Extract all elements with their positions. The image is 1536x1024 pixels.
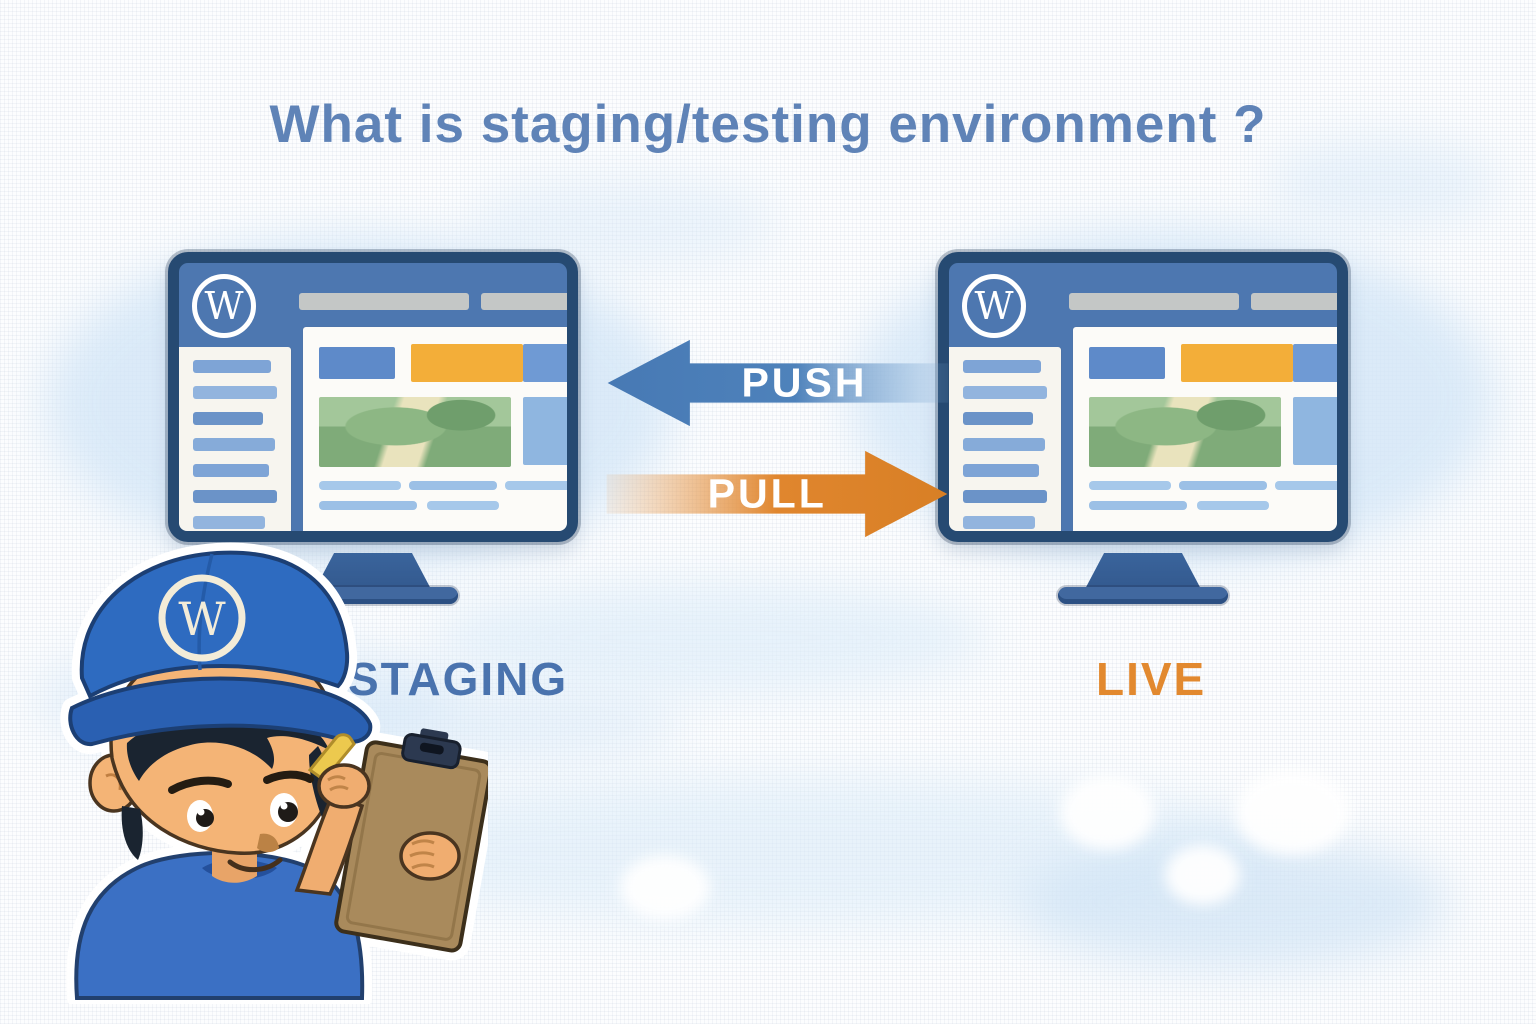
menu-item-bar xyxy=(963,490,1047,503)
wordpress-logo-icon: W xyxy=(962,274,1026,338)
cloud-decoration xyxy=(1265,135,1500,230)
cap-logo-letter: W xyxy=(178,592,226,646)
cloud-puff xyxy=(1060,775,1155,850)
pull-label: PULL xyxy=(708,471,827,517)
cloud-decoration xyxy=(430,580,990,695)
staging-monitor: W xyxy=(168,252,578,604)
toolbar-bar xyxy=(1251,293,1337,310)
text-line-mock xyxy=(319,481,401,490)
menu-item-bar xyxy=(193,386,277,399)
header-block-orange xyxy=(1181,344,1293,382)
menu-item-bar xyxy=(963,360,1041,373)
cap-wordpress-logo-icon: W xyxy=(158,574,246,662)
wordpress-logo-icon: W xyxy=(192,274,256,338)
toolbar-bar xyxy=(299,293,469,310)
menu-item-bar xyxy=(193,464,269,477)
menu-item-bar xyxy=(193,516,265,529)
menu-item-bar xyxy=(193,360,271,373)
text-line-mock xyxy=(427,501,499,510)
push-label: PUSH xyxy=(741,360,867,406)
staging-label: STAGING xyxy=(348,653,569,705)
monitor-stand xyxy=(1084,553,1202,591)
text-line-mock xyxy=(505,481,567,490)
pencil xyxy=(307,733,356,783)
live-monitor: W xyxy=(938,252,1348,604)
character-hand-holding xyxy=(399,831,461,881)
text-line-mock xyxy=(1089,481,1171,490)
header-block-blue xyxy=(319,347,395,379)
character-illustration: W xyxy=(60,542,488,1004)
staging-screen: W xyxy=(179,263,567,531)
menu-item-bar xyxy=(963,412,1033,425)
website-preview-mock xyxy=(303,327,567,531)
hero-image-mock xyxy=(319,397,511,467)
sidebar-block xyxy=(1293,397,1337,465)
menu-item-bar xyxy=(193,438,275,451)
menu-item-bar xyxy=(963,386,1047,399)
cloud-decoration xyxy=(1020,835,1450,970)
live-screen: W xyxy=(949,263,1337,531)
text-line-mock xyxy=(1197,501,1269,510)
push-arrow: PUSH xyxy=(607,339,949,427)
monitor-stand-base xyxy=(1058,587,1228,604)
header-block-blue xyxy=(1089,347,1165,379)
website-preview-mock xyxy=(1073,327,1337,531)
sidebar-block xyxy=(523,397,567,465)
text-line-mock xyxy=(1089,501,1187,510)
text-line-mock xyxy=(1179,481,1267,490)
menu-item-bar xyxy=(963,438,1045,451)
hand-fingers xyxy=(409,839,435,870)
cloud-puff xyxy=(620,855,710,920)
character-cap xyxy=(79,550,350,699)
wordpress-logo-letter: W xyxy=(204,284,244,328)
character-nose xyxy=(257,833,279,853)
toolbar-bar xyxy=(481,293,567,310)
menu-item-bar xyxy=(193,412,263,425)
cloud-puff xyxy=(1165,845,1240,905)
text-line-mock xyxy=(319,501,417,510)
hand-fingers xyxy=(327,775,349,792)
hero-image-mock xyxy=(1089,397,1281,467)
eyebrow-left xyxy=(168,776,232,794)
page-title: What is staging/testing environment ? xyxy=(269,95,1267,154)
monitor-stand xyxy=(314,553,432,591)
header-block-orange xyxy=(411,344,523,382)
menu-item-bar xyxy=(193,490,277,503)
wordpress-logo-letter: W xyxy=(974,284,1014,328)
toolbar-bar xyxy=(1069,293,1239,310)
live-label: LIVE xyxy=(1096,653,1207,705)
cloud-puff xyxy=(1235,770,1350,855)
text-line-mock xyxy=(1275,481,1337,490)
menu-item-bar xyxy=(963,516,1035,529)
eyebrow-right xyxy=(263,770,314,784)
header-block-blue xyxy=(1293,344,1337,382)
menu-item-bar xyxy=(963,464,1039,477)
text-line-mock xyxy=(409,481,497,490)
pull-arrow: PULL xyxy=(606,450,948,538)
admin-sidebar-mock xyxy=(949,347,1061,531)
header-block-blue xyxy=(523,344,567,382)
cap-brim xyxy=(68,676,373,747)
admin-sidebar-mock xyxy=(179,347,291,531)
character-smile xyxy=(227,857,283,873)
character-eyes xyxy=(187,793,298,832)
